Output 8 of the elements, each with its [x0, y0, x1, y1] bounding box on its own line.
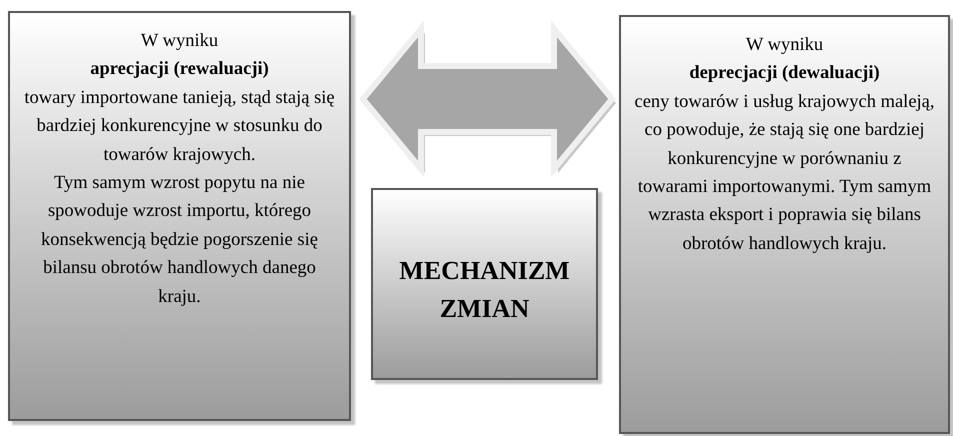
double-block-arrow [359, 20, 616, 178]
text-box [619, 15, 950, 434]
description-text: W wyniku aprecjacji (rewaluacji) towary importowane tanieją, stąd stają się bardziej konkurencyjne w stosunku do towarów krajowych. [23, 30, 336, 167]
description-text: W wyniku deprecjacji (dewaluacji) ceny towarów i usług krajowych maleją, co powoduje, że stają się one bardziej konkurencyjne w porównaniu z towarami importowanymi. Tym samym wzrasta eksport i poprawia się bilans obrotów handlowych kraju. [633, 34, 936, 256]
text-box [8, 11, 351, 421]
title-box [371, 188, 598, 380]
description-text: Tym samym wzrost popytu na nie spowoduje wzrost importu, którego konsekwencją będzie pogorszenie się bilansu obrotów handlowych danego kraju. [40, 172, 319, 309]
title-text: MECHANIZM ZMIAN [398, 255, 571, 325]
